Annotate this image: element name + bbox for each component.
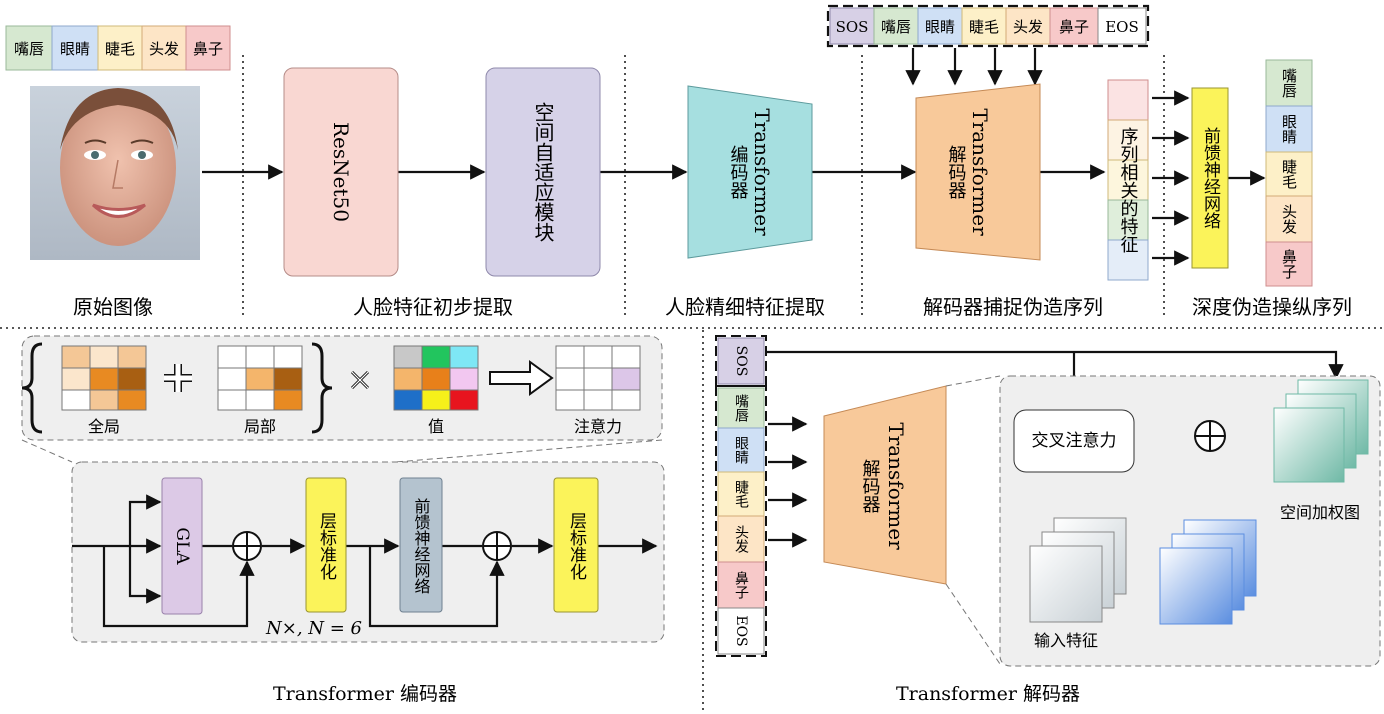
out-nose: 鼻子 — [1280, 249, 1298, 279]
decoder-token-list: SOS 嘴唇 眼睛 睫毛 头发 鼻子 EOS — [715, 335, 767, 657]
legend-eyes: 眼睛 — [60, 40, 90, 58]
gla-value-label: 值 — [428, 417, 444, 436]
decoder-title: Transformer — [968, 108, 992, 236]
caption-decoder: Transformer 解码器 — [896, 683, 1080, 705]
legend-hair: 头发 — [149, 40, 179, 58]
resnet-label: ResNet50 — [329, 122, 353, 222]
label-decoder-capture: 解码器捕捉伪造序列 — [923, 295, 1103, 319]
dec-token-eos: EOS — [733, 615, 749, 646]
out-lashes: 睫毛 — [1280, 159, 1298, 189]
label-fine-extraction: 人脸精细特征提取 — [665, 295, 825, 319]
token-eyes: 眼睛 — [925, 18, 955, 36]
top-token-bar: SOS 嘴唇 眼睛 睫毛 头发 鼻子 EOS — [826, 4, 1150, 48]
layernorm-1-label: 层标准化 — [316, 512, 337, 580]
encoder-layer-panel: GLA 层标准化 前馈神经网络 层标准化 N×, N = 6 — [71, 461, 665, 643]
gla-global-label: 全局 — [88, 417, 120, 436]
sequence-features-label: 序列相关的特征 — [1118, 127, 1139, 253]
sequence-features: 序列相关的特征 — [1107, 79, 1149, 281]
dec-token-lips: 嘴唇 — [733, 394, 749, 422]
legend-lips: 嘴唇 — [14, 40, 44, 58]
legend-lashes: 睫毛 — [105, 40, 135, 58]
dec-token-hair: 头发 — [733, 525, 749, 553]
label-original-image: 原始图像 — [73, 295, 153, 319]
decoder-detail-title: Transformer — [884, 422, 908, 550]
gla-local-label: 局部 — [244, 417, 276, 436]
out-lips: 嘴唇 — [1280, 68, 1298, 98]
token-eos: EOS — [1105, 18, 1139, 36]
output-sequence: 嘴唇 眼睛 睫毛 头发 鼻子 — [1265, 59, 1313, 287]
transformer-encoder-block: Transformer 编码器 — [687, 85, 813, 259]
decoder-subtitle: 解码器 — [946, 145, 967, 199]
dec-token-sos: SOS — [733, 346, 749, 377]
caption-encoder: Transformer 编码器 — [273, 683, 457, 705]
ffn-top-label: 前馈神经网络 — [1200, 127, 1221, 229]
token-lips: 嘴唇 — [881, 18, 911, 36]
decoder-detail-subtitle: 解码器 — [860, 459, 881, 513]
stage-labels: 原始图像 人脸特征初步提取 人脸精细特征提取 解码器捕捉伪造序列 深度伪造操纵序… — [73, 295, 1352, 319]
region-legend: 嘴唇 眼睛 睫毛 头发 鼻子 — [5, 25, 231, 71]
input-features-label: 输入特征 — [1034, 631, 1098, 650]
token-sos: SOS — [836, 18, 869, 36]
legend-nose: 鼻子 — [193, 40, 223, 58]
ffn-top-block: 前馈神经网络 — [1191, 87, 1229, 269]
cross-attention-panel: 交叉注意力 空间加权图 输入特征 — [999, 375, 1381, 667]
ffn-encoder-label: 前馈神经网络 — [412, 498, 431, 594]
label-initial-extraction: 人脸特征初步提取 — [353, 295, 513, 319]
out-hair: 头发 — [1280, 204, 1298, 234]
label-deep-sequence: 深度伪造操纵序列 — [1192, 295, 1352, 319]
out-eyes: 眼睛 — [1280, 114, 1298, 144]
spatial-adaptive-block: 空间自适应模块 — [485, 67, 601, 277]
token-hair: 头发 — [1013, 18, 1043, 36]
gla-attention-label: 注意力 — [574, 417, 622, 436]
encoder-subtitle: 编码器 — [728, 145, 749, 199]
cross-attention-label: 交叉注意力 — [1032, 431, 1117, 451]
resnet-block: ResNet50 — [283, 67, 399, 277]
encoder-title: Transformer — [750, 108, 774, 236]
decoder-detail-block: Transformer 解码器 — [823, 385, 947, 585]
layernorm-2-label: 层标准化 — [566, 512, 587, 580]
face-image — [30, 86, 200, 260]
spatial-weight-label: 空间加权图 — [1280, 503, 1360, 522]
token-nose: 鼻子 — [1059, 18, 1089, 36]
spatial-adaptive-label: 空间自适应模块 — [531, 102, 555, 242]
top-flow-arrows — [202, 48, 1266, 266]
transformer-decoder-block: Transformer 解码器 — [915, 83, 1041, 261]
dec-token-nose: 鼻子 — [733, 570, 749, 599]
repeat-note: N×, N = 6 — [265, 618, 362, 639]
gla-label: GLA — [172, 527, 192, 565]
dec-token-lashes: 睫毛 — [733, 480, 749, 508]
dec-token-eyes: 眼睛 — [733, 436, 749, 464]
token-lashes: 睫毛 — [969, 18, 999, 36]
gla-detail-panel: 全局 局部 值 — [21, 335, 663, 441]
